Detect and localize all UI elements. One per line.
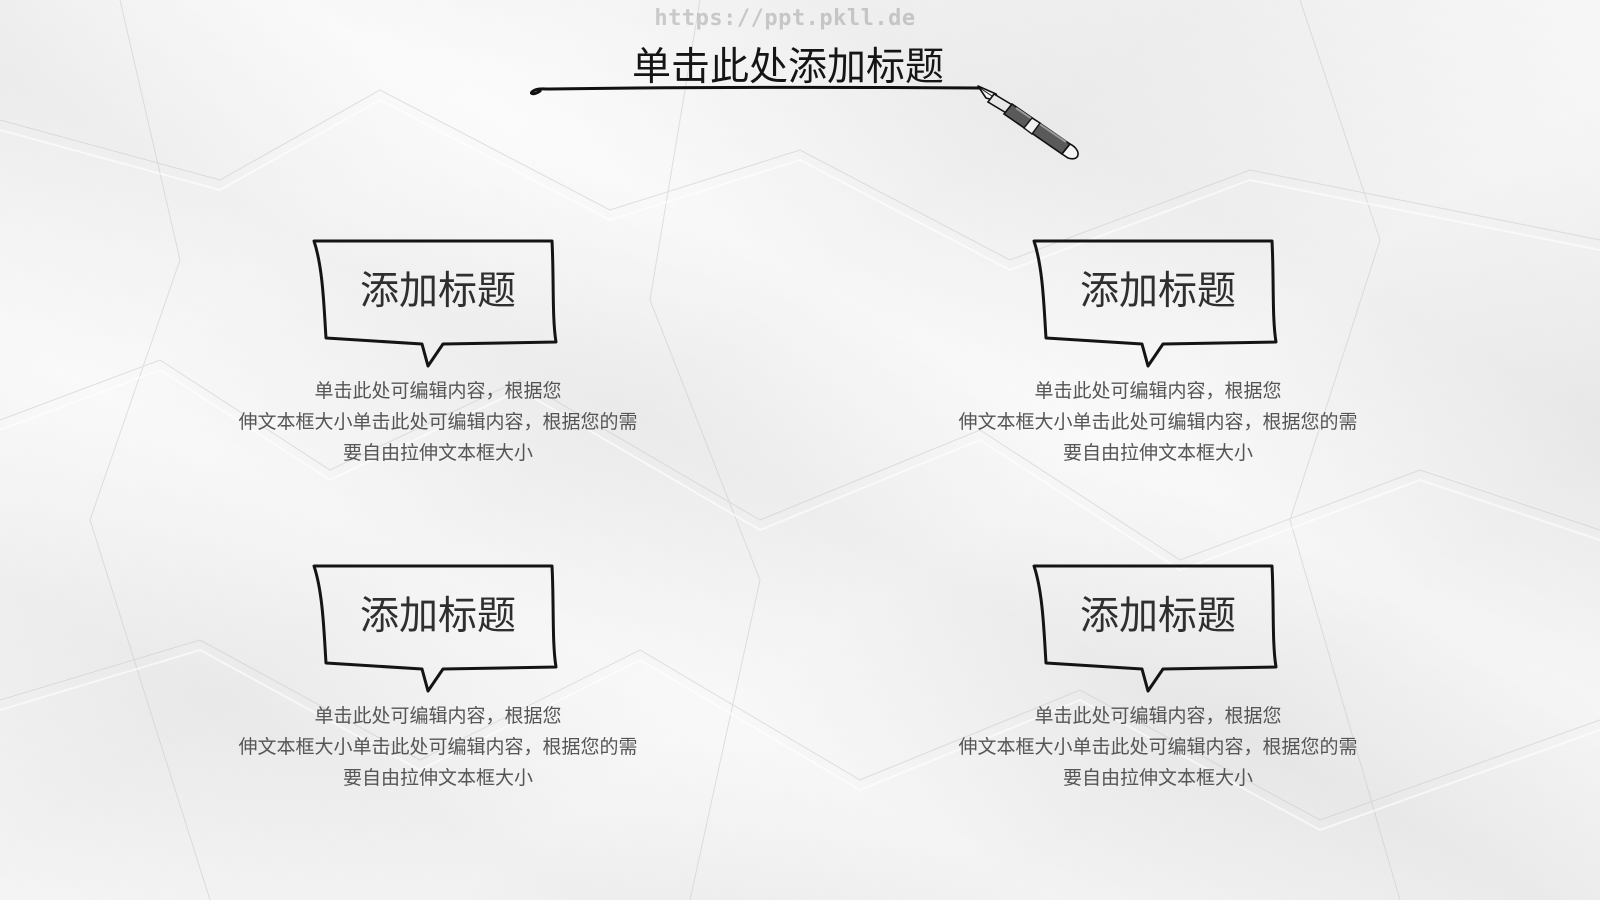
card-body-text[interactable]: 单击此处可编辑内容，根据您 伸文本框大小单击此处可编辑内容，根据您的需 要自由拉… bbox=[218, 701, 658, 794]
card-top-right: 添加标题 单击此处可编辑内容，根据您 伸文本框大小单击此处可编辑内容，根据您的需… bbox=[938, 238, 1378, 468]
card-line: 单击此处可编辑内容，根据您 bbox=[314, 705, 562, 727]
card-line: 单击此处可编辑内容，根据您 bbox=[1034, 705, 1282, 727]
card-line: 伸文本框大小单击此处可编辑内容，根据您的需 bbox=[238, 411, 638, 433]
card-bottom-right: 添加标题 单击此处可编辑内容，根据您 伸文本框大小单击此处可编辑内容，根据您的需… bbox=[938, 563, 1378, 793]
speech-bubble-icon bbox=[1032, 239, 1278, 368]
card-body-text[interactable]: 单击此处可编辑内容，根据您 伸文本框大小单击此处可编辑内容，根据您的需 要自由拉… bbox=[938, 701, 1378, 794]
card-line: 要自由拉伸文本框大小 bbox=[342, 442, 533, 464]
card-body-text[interactable]: 单击此处可编辑内容，根据您 伸文本框大小单击此处可编辑内容，根据您的需 要自由拉… bbox=[938, 376, 1378, 469]
card-line: 伸文本框大小单击此处可编辑内容，根据您的需 bbox=[238, 736, 638, 758]
card-line: 单击此处可编辑内容，根据您 bbox=[1034, 380, 1282, 402]
card-heading[interactable]: 添加标题 bbox=[359, 269, 516, 314]
card-heading[interactable]: 添加标题 bbox=[1079, 269, 1236, 314]
card-bottom-left: 添加标题 单击此处可编辑内容，根据您 伸文本框大小单击此处可编辑内容，根据您的需… bbox=[218, 563, 658, 793]
card-heading[interactable]: 添加标题 bbox=[1079, 594, 1236, 639]
speech-bubble-icon bbox=[312, 239, 558, 368]
page-title[interactable]: 单击此处添加标题 bbox=[631, 45, 944, 90]
card-line: 单击此处可编辑内容，根据您 bbox=[314, 380, 562, 402]
card-heading[interactable]: 添加标题 bbox=[359, 594, 516, 639]
watermark: https://ppt.pkll.de bbox=[654, 6, 916, 31]
card-line: 要自由拉伸文本框大小 bbox=[342, 767, 533, 789]
speech-bubble-icon bbox=[312, 564, 558, 693]
card-line: 要自由拉伸文本框大小 bbox=[1062, 767, 1253, 789]
fountain-pen-icon bbox=[530, 85, 1079, 160]
card-body-text[interactable]: 单击此处可编辑内容，根据您 伸文本框大小单击此处可编辑内容，根据您的需 要自由拉… bbox=[218, 376, 658, 469]
card-line: 伸文本框大小单击此处可编辑内容，根据您的需 bbox=[958, 411, 1358, 433]
card-line: 伸文本框大小单击此处可编辑内容，根据您的需 bbox=[958, 736, 1358, 758]
card-line: 要自由拉伸文本框大小 bbox=[1062, 442, 1253, 464]
speech-bubble-icon bbox=[1032, 564, 1278, 693]
card-top-left: 添加标题 单击此处可编辑内容，根据您 伸文本框大小单击此处可编辑内容，根据您的需… bbox=[218, 238, 658, 468]
